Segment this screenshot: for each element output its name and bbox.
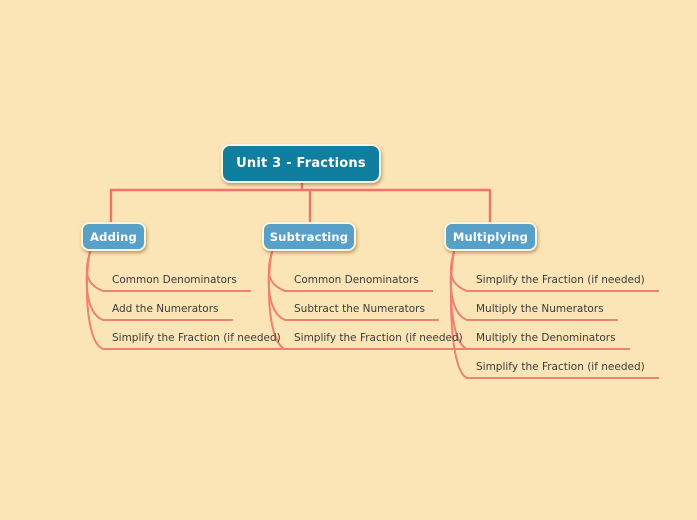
branch-node-subtracting[interactable]: Subtracting	[262, 222, 356, 251]
leaf-item[interactable]: Simplify the Fraction (if needed)	[103, 332, 295, 350]
leaf-item[interactable]: Simplify the Fraction (if needed)	[285, 332, 477, 350]
leaf-item[interactable]: Common Denominators	[285, 274, 433, 292]
leaf-item[interactable]: Simplify the Fraction (if needed)	[467, 361, 659, 379]
leaf-item[interactable]: Subtract the Numerators	[285, 303, 439, 321]
leaf-item[interactable]: Simplify the Fraction (if needed)	[467, 274, 659, 292]
branch-leaf-curve	[85, 251, 104, 350]
branch-leaf-curve	[85, 251, 104, 321]
root-node-unit-3-fractions[interactable]: Unit 3 - Fractions	[221, 144, 381, 183]
branch-leaf-curve	[267, 251, 286, 321]
leaf-item[interactable]: Multiply the Numerators	[467, 303, 618, 321]
branch-node-multiplying[interactable]: Multiplying	[444, 222, 537, 251]
leaf-item[interactable]: Multiply the Denominators	[467, 332, 630, 350]
leaf-item[interactable]: Add the Numerators	[103, 303, 233, 321]
branch-leaf-curve	[449, 251, 468, 379]
leaf-item[interactable]: Common Denominators	[103, 274, 251, 292]
branch-leaf-curve	[449, 251, 468, 292]
branch-leaf-curve	[449, 251, 468, 321]
branch-leaf-curve	[85, 251, 104, 292]
root-branch-connector	[109, 181, 492, 223]
branch-node-adding[interactable]: Adding	[81, 222, 146, 251]
branch-leaf-curve	[267, 251, 286, 292]
